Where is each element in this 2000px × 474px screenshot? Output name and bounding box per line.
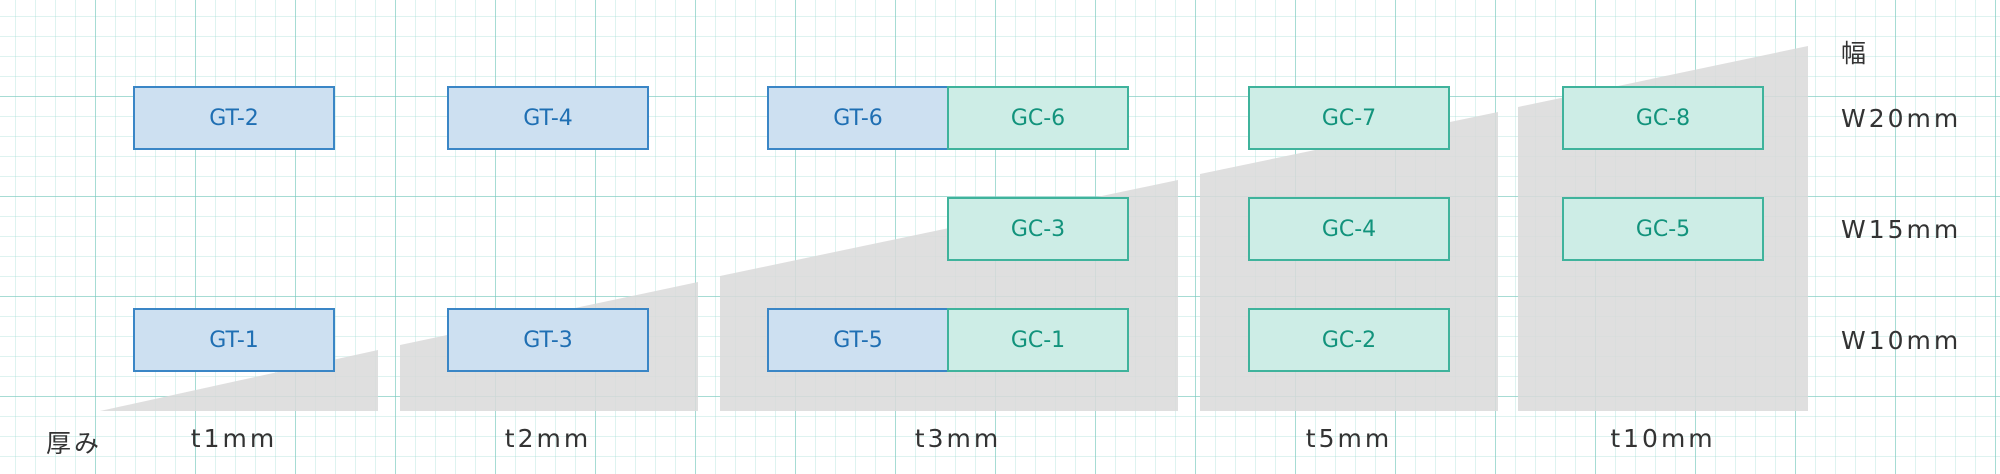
box-gc-2: GC-2 bbox=[1248, 308, 1450, 372]
box-gc-5: GC-5 bbox=[1562, 197, 1764, 261]
y-axis-title: 幅 bbox=[1841, 39, 1870, 68]
x-label-t10mm: t10mm bbox=[1610, 424, 1716, 453]
x-label-t1mm: t1mm bbox=[190, 424, 278, 453]
box-gc-3: GC-3 bbox=[947, 197, 1129, 261]
box-gt-6: GT-6 bbox=[767, 86, 949, 150]
box-gt-3: GT-3 bbox=[447, 308, 649, 372]
box-gt-5: GT-5 bbox=[767, 308, 949, 372]
box-gt-2: GT-2 bbox=[133, 86, 335, 150]
y-label-w10mm: W10mm bbox=[1841, 326, 1962, 355]
x-axis-title: 厚み bbox=[46, 429, 103, 458]
x-label-t3mm: t3mm bbox=[914, 424, 1002, 453]
box-gc-7: GC-7 bbox=[1248, 86, 1450, 150]
x-label-t2mm: t2mm bbox=[504, 424, 592, 453]
box-gc-8: GC-8 bbox=[1562, 86, 1764, 150]
box-gc-4: GC-4 bbox=[1248, 197, 1450, 261]
y-label-w20mm: W20mm bbox=[1841, 104, 1962, 133]
box-gc-6: GC-6 bbox=[947, 86, 1129, 150]
box-gc-1: GC-1 bbox=[947, 308, 1129, 372]
box-gt-1: GT-1 bbox=[133, 308, 335, 372]
x-label-t5mm: t5mm bbox=[1305, 424, 1393, 453]
box-gt-4: GT-4 bbox=[447, 86, 649, 150]
y-label-w15mm: W15mm bbox=[1841, 215, 1962, 244]
